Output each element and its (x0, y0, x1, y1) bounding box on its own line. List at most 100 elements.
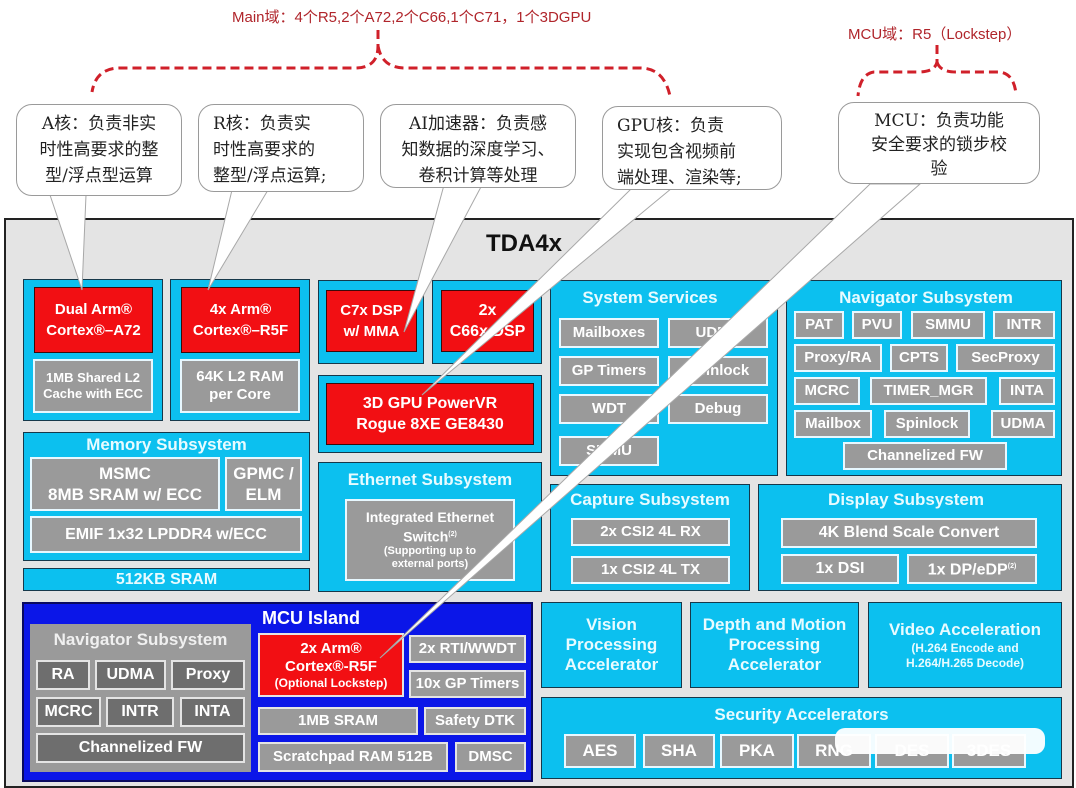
mcu-nav-inta[interactable]: INTA (180, 697, 245, 727)
mcu-scratchpad-ram[interactable]: Scratchpad RAM 512B (258, 742, 448, 772)
nav-inta-label: INTA (1010, 382, 1044, 399)
msmc-line1: MSMC (99, 464, 151, 483)
mcu-rti-label: 2x RTI/WWDT (418, 640, 517, 657)
main-domain-label: Main域：4个R5,2个A72,2个C66,1个C71，1个3DGPU (232, 9, 592, 26)
nav-spinlock[interactable]: Spinlock (884, 410, 970, 438)
emif[interactable]: EMIF 1x32 LPDDR4 w/ECC (30, 516, 302, 553)
callout-a-core-line1: A核：负责非实 (41, 114, 157, 134)
sram-512kb-label: 512KB SRAM (115, 571, 218, 588)
gpmc-line1: GPMC / (233, 464, 294, 483)
ethernet-support-line2: external ports) (391, 558, 469, 571)
depth-motion-accelerator[interactable]: Depth and Motion Processing Accelerator (690, 602, 859, 688)
sec-sha[interactable]: SHA (643, 734, 715, 768)
vision-line2: Processing (565, 635, 658, 654)
mcu-nav-mcrc[interactable]: MCRC (36, 697, 101, 727)
nav-timer-mgr-label: TIMER_MGR (883, 382, 974, 399)
mcu-nav-intr[interactable]: INTR (106, 697, 174, 727)
vision-line3: Accelerator (564, 655, 659, 674)
a72-l2-cache[interactable]: 1MB Shared L2 Cache with ECC (33, 359, 153, 413)
r5f-core[interactable]: 4x Arm® Cortex®–R5F (181, 287, 300, 353)
nav-inta[interactable]: INTA (999, 377, 1055, 405)
mcu-gp-timers[interactable]: 10x GP Timers (409, 670, 526, 698)
mcu-nav-mcrc-label: MCRC (44, 703, 93, 720)
mcu-dmsc-label: DMSC (468, 748, 513, 765)
sec-pka[interactable]: PKA (720, 734, 794, 768)
nav-pvu[interactable]: PVU (852, 311, 902, 339)
nav-mailbox[interactable]: Mailbox (794, 410, 872, 438)
ethernet-switch[interactable]: Integrated Ethernet Switch(2) (Supportin… (345, 499, 515, 581)
sec-pka-label: PKA (739, 741, 775, 760)
mcu-nav-ra[interactable]: RA (36, 660, 90, 690)
display-dp-label: 1x DP/eDP (927, 561, 1008, 579)
display-dp[interactable]: 1x DP/eDP(2) (907, 554, 1037, 584)
nav-pat[interactable]: PAT (794, 311, 844, 339)
main-domain-brace (90, 30, 380, 93)
r5f-l2-ram[interactable]: 64K L2 RAM per Core (180, 359, 300, 413)
capture-csi2-rx[interactable]: 2x CSI2 4L RX (571, 518, 730, 546)
sram-512kb[interactable]: 512KB SRAM (23, 568, 310, 591)
c7x-dsp[interactable]: C7x DSP w/ MMA (326, 290, 417, 352)
mcu-nav-udma[interactable]: UDMA (95, 660, 166, 690)
nav-smmu[interactable]: SMMU (911, 311, 985, 339)
mcu-domain-label: MCU域：R5（Lockstep） (848, 26, 1022, 43)
r5f-core-line1: 4x Arm® (209, 301, 272, 318)
nav-channelized-fw[interactable]: Channelized FW (843, 442, 1007, 470)
sec-aes[interactable]: AES (564, 734, 636, 768)
display-dsi[interactable]: 1x DSI (781, 554, 899, 584)
mcu-rti-wwdt[interactable]: 2x RTI/WWDT (409, 635, 526, 663)
nav-mailbox-label: Mailbox (805, 415, 861, 432)
ethernet-switch-line1: Integrated Ethernet (365, 508, 495, 525)
display-dp-footnote: (2) (1007, 563, 1017, 571)
nav-udma[interactable]: UDMA (991, 410, 1055, 438)
mcu-gp-timers-label: 10x GP Timers (415, 675, 520, 692)
svc-mailboxes[interactable]: Mailboxes (559, 318, 659, 348)
mcu-domain-brace (856, 45, 939, 97)
pointer-ai (403, 184, 483, 333)
mcu-dmsc[interactable]: DMSC (455, 742, 526, 772)
callout-gpu-line3: 端处理、渲染等; (617, 168, 742, 188)
mcu-safety-dtk[interactable]: Safety DTK (424, 707, 526, 735)
vision-accelerator[interactable]: Vision Processing Accelerator (541, 602, 682, 688)
gpu-core[interactable]: 3D GPU PowerVR Rogue 8XE GE8430 (326, 383, 534, 445)
nav-timer-mgr[interactable]: TIMER_MGR (870, 377, 987, 405)
pointer-r-core (207, 189, 269, 291)
a72-cache-line1: 1MB Shared L2 (46, 370, 140, 385)
nav-secproxy[interactable]: SecProxy (956, 344, 1055, 372)
svc-gp-timers[interactable]: GP Timers (559, 356, 659, 386)
sec-sha-label: SHA (661, 741, 697, 760)
callout-mcu-line3: 验 (930, 159, 948, 179)
display-blend[interactable]: 4K Blend Scale Convert (781, 518, 1037, 548)
mcu-nav-channelized-fw[interactable]: Channelized FW (36, 733, 245, 763)
callout-gpu-line2: 实现包含视频前 (617, 142, 736, 162)
gpmc-line2: ELM (245, 485, 282, 504)
callout-r-core-line2: 时性高要求的 (213, 140, 315, 160)
nav-mcrc[interactable]: MCRC (794, 377, 860, 405)
capture-csi2-tx[interactable]: 1x CSI2 4L TX (571, 556, 730, 584)
mcu-r5f-line1: 2x Arm® (300, 640, 362, 657)
depth-line2: Processing (728, 635, 821, 654)
mcu-nav-proxy[interactable]: Proxy (171, 660, 245, 690)
mcu-nav-udma-label: UDMA (106, 666, 155, 683)
nav-proxy-ra[interactable]: Proxy/RA (794, 344, 882, 372)
svc-debug[interactable]: Debug (668, 394, 768, 424)
mcu-sram[interactable]: 1MB SRAM (258, 707, 418, 735)
callout-r-core-line1: R核：负责实 (213, 114, 311, 134)
a72-core[interactable]: Dual Arm® Cortex®–A72 (34, 287, 153, 353)
ethernet-switch-line2: Switch (403, 528, 449, 545)
gpmc-elm[interactable]: GPMC / ELM (225, 457, 302, 511)
svc-debug-label: Debug (694, 400, 742, 417)
nav-cpts[interactable]: CPTS (890, 344, 948, 372)
video-accelerator[interactable]: Video Acceleration (H.264 Encode and H.2… (868, 602, 1062, 688)
nav-intr[interactable]: INTR (993, 311, 1055, 339)
pointer-mcu (379, 183, 922, 659)
msmc[interactable]: MSMC 8MB SRAM w/ ECC (30, 457, 220, 511)
capture-subsystem-title: Capture Subsystem (570, 490, 730, 509)
callout-mcu-line2: 安全要求的锁步校 (871, 135, 1007, 155)
mcu-r5f-core[interactable]: 2x Arm® Cortex®-R5F (Optional Lockstep) (258, 633, 404, 697)
nav-spinlock-label: Spinlock (895, 415, 959, 432)
mcu-nav-ra-label: RA (51, 666, 75, 683)
navigator-subsystem-title: Navigator Subsystem (839, 288, 1013, 307)
a72-core-line1: Dual Arm® (54, 301, 133, 318)
nav-proxy-ra-label: Proxy/RA (804, 349, 872, 366)
mcu-scratchpad-label: Scratchpad RAM 512B (272, 748, 434, 765)
